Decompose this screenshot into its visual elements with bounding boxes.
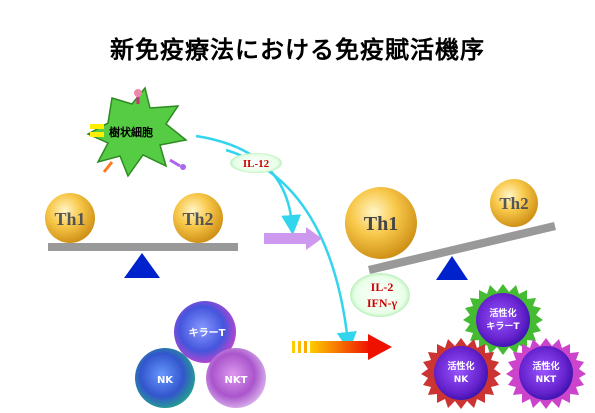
transition-arrow: [264, 227, 322, 250]
balance-beam-left: [48, 243, 238, 251]
il12-cytokine: IL-12: [230, 153, 282, 173]
th1-label-right: Th1: [364, 213, 398, 235]
il12-label: IL-12: [243, 158, 270, 170]
nkt-cell: [206, 348, 266, 408]
killer-t-label: キラーT: [189, 327, 226, 339]
activation-arrow: [292, 334, 392, 360]
fulcrum-left: [124, 253, 160, 278]
activated-nkt-line1: 活性化: [532, 360, 559, 372]
balance-right: Th1 Th2: [345, 179, 556, 280]
arrow-to-th1: [225, 148, 357, 352]
nk-label: NK: [157, 375, 174, 386]
receptor-icon: [102, 161, 114, 173]
nk-cell: [135, 348, 195, 408]
dendritic-cell-label: 樹状細胞: [109, 125, 153, 139]
th1-sphere-left: [45, 193, 95, 243]
receptor-icon: [90, 124, 104, 137]
dendritic-cell: 樹状細胞: [86, 86, 188, 178]
th1-sphere-right: [345, 187, 417, 259]
activated-nk-line1: 活性化: [447, 360, 474, 372]
activated-killer-t: 活性化 キラーT: [463, 284, 543, 355]
activated-nkt: 活性化 NKT: [506, 338, 586, 409]
th2-sphere-right: [490, 179, 538, 227]
resting-cells: キラーT NK NKT: [135, 301, 266, 408]
activated-killer-t-line1: 活性化: [489, 307, 516, 319]
activated-nkt-line2: NKT: [536, 375, 558, 385]
th2-sphere-left: [173, 193, 223, 243]
fulcrum-right: [436, 256, 468, 280]
killer-t-cell: [174, 301, 236, 363]
receptor-icon: [169, 158, 186, 170]
th2-label-right: Th2: [499, 194, 528, 213]
il2-ifn-cytokine: IL-2 IFN-γ: [350, 273, 410, 317]
ifn-gamma-label: IFN-γ: [367, 296, 398, 310]
balance-left: Th1 Th2: [45, 193, 238, 278]
activated-killer-t-line2: キラーT: [486, 321, 520, 332]
activated-nk-line2: NK: [454, 375, 470, 385]
receptor-icon: [134, 89, 142, 104]
activated-nk: 活性化 NK: [421, 338, 501, 409]
diagram-title: 新免疫療法における免疫賦活機序: [110, 36, 485, 64]
th1-label-left: Th1: [54, 209, 85, 229]
balance-beam-right: [368, 222, 556, 274]
il2-label: IL-2: [371, 280, 394, 294]
th2-label-left: Th2: [182, 209, 213, 229]
dendritic-cell-body: [86, 86, 188, 178]
nkt-label: NKT: [225, 375, 248, 386]
